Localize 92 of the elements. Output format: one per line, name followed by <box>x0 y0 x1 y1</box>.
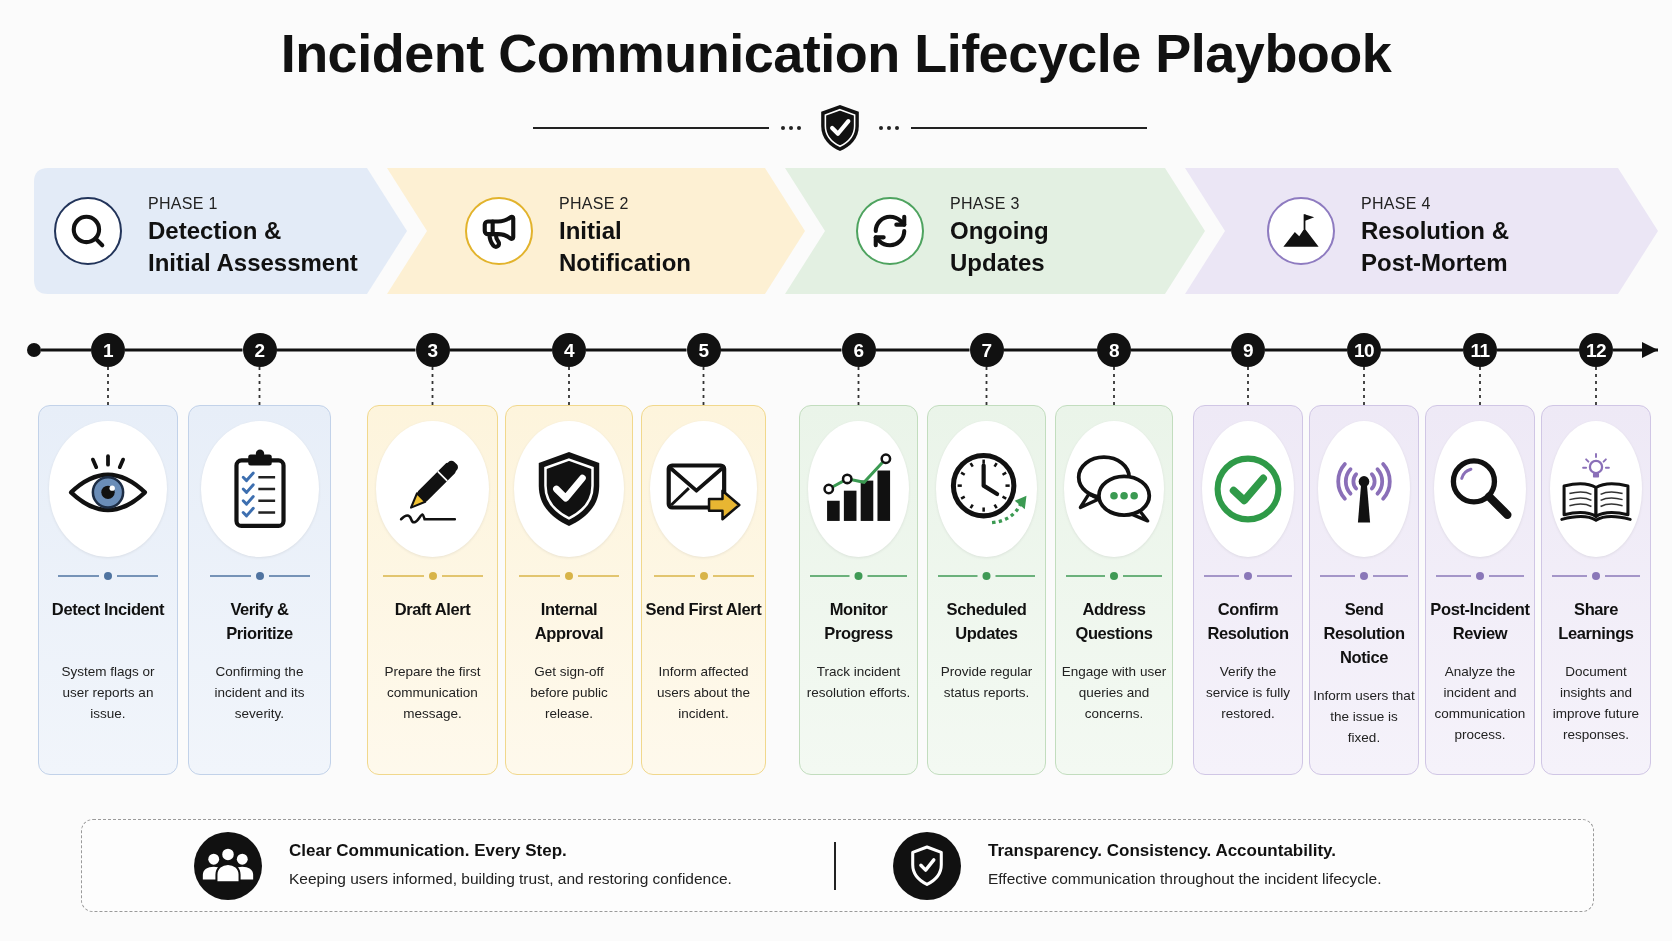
phase-label: PHASE 4 <box>1361 194 1432 214</box>
step-title: Monitor Progress <box>823 599 894 644</box>
dashed-connector <box>1595 366 1597 406</box>
step-card <box>1309 405 1419 775</box>
step-description: Get sign-off before public release. <box>529 663 609 723</box>
timeline-line <box>1381 348 1463 352</box>
phase-title: Initial Notification <box>559 216 691 278</box>
step-number: 6 <box>841 333 876 367</box>
step-description: Analyze the incident and communication process. <box>1433 663 1527 744</box>
step-card <box>799 405 918 775</box>
summary-text: Effective communication throughout the incident lifecycle. <box>988 869 1382 889</box>
step-number: 1 <box>91 333 125 367</box>
timeline-line <box>720 348 842 352</box>
dashed-connector <box>258 366 261 406</box>
step-card <box>188 405 331 775</box>
timeline-line <box>1265 348 1347 352</box>
step-number: 2 <box>242 333 277 367</box>
step-number: 5 <box>686 333 721 367</box>
step-card <box>1541 405 1651 775</box>
step-description: System flags or user reports an issue. <box>60 663 156 723</box>
timeline-line <box>1497 348 1579 352</box>
step-title: Detect Incident <box>50 599 166 620</box>
step-number: 3 <box>415 333 450 367</box>
step-description: Prepare the first communication message. <box>383 663 482 723</box>
step-card <box>641 405 766 775</box>
phase-label: PHASE 1 <box>148 194 219 214</box>
dashed-connector <box>1363 366 1365 406</box>
title: Incident Communication Lifecycle Playbook <box>280 22 1392 85</box>
step-title: Post-Incident Review <box>1429 599 1531 644</box>
step-title: Send First Alert <box>645 599 762 620</box>
step-number: 9 <box>1231 333 1265 367</box>
step-number: 4 <box>552 333 586 367</box>
step-card <box>1425 405 1535 775</box>
dashed-connector <box>985 366 988 406</box>
summary-panel <box>81 819 1594 912</box>
phase-label: PHASE 3 <box>950 194 1021 214</box>
step-title: Send Resolution Notice <box>1322 599 1406 668</box>
step-number: 7 <box>969 333 1004 367</box>
timeline-line <box>1003 348 1097 352</box>
step-description: Inform users that the issue is fixed. <box>1313 687 1415 747</box>
dashed-connector <box>857 366 860 406</box>
step-card <box>1193 405 1303 775</box>
timeline-arrow <box>1613 342 1658 358</box>
dashed-connector <box>1247 366 1249 406</box>
timeline-line <box>1131 348 1231 352</box>
summary-heading: Clear Communication. Every Step. <box>289 840 568 862</box>
timeline-line <box>276 348 416 352</box>
timeline-line <box>875 348 970 352</box>
dashed-connector <box>1479 366 1481 406</box>
step-description: Track incident resolution efforts. <box>806 663 911 702</box>
step-title: Internal Approval <box>533 599 605 644</box>
timeline-start-dot <box>27 343 41 357</box>
summary-text: Keeping users informed, building trust, and restoring confidence. <box>289 869 732 889</box>
dashed-connector <box>702 366 705 406</box>
step-card <box>38 405 178 775</box>
timeline-line <box>41 348 91 352</box>
step-title: Draft Alert <box>393 599 472 620</box>
dashed-connector <box>1113 366 1115 406</box>
step-description: Inform affected users about the incident. <box>655 663 752 723</box>
timeline-line <box>125 348 243 352</box>
phase-banner <box>785 168 1205 294</box>
step-card <box>927 405 1046 775</box>
step-description: Provide regular status reports. <box>939 663 1034 702</box>
step-description: Engage with user queries and concerns. <box>1061 663 1167 723</box>
phase-banner <box>1185 168 1658 294</box>
step-description: Document insights and improve future responses. <box>1551 663 1641 744</box>
dashed-connector <box>568 366 570 406</box>
step-card <box>1055 405 1173 775</box>
phase-banner <box>387 168 805 294</box>
step-title: Confirm Resolution <box>1206 599 1290 644</box>
step-title: Address Questions <box>1074 599 1154 644</box>
step-description: Verify the service is fully restored. <box>1205 663 1291 723</box>
timeline-line <box>586 348 687 352</box>
timeline-line <box>449 348 552 352</box>
step-title: Share Learnings <box>1557 599 1635 644</box>
phase-banner <box>34 168 407 294</box>
phase-title: Resolution & Post-Mortem <box>1361 216 1509 278</box>
step-number: 10 <box>1347 333 1381 367</box>
step-card <box>367 405 498 775</box>
step-description: Confirming the incident and its severity. <box>213 663 306 723</box>
step-title: Scheduled Updates <box>945 599 1028 644</box>
step-number: 11 <box>1463 333 1497 367</box>
step-number: 12 <box>1579 333 1613 367</box>
step-title: Verify & Prioritize <box>225 599 294 644</box>
summary-heading: Transparency. Consistency. Accountability. <box>988 840 1337 862</box>
phase-label: PHASE 2 <box>559 194 630 214</box>
phase-title: Ongoing Updates <box>950 216 1049 278</box>
phase-title: Detection & Initial Assessment <box>148 216 358 278</box>
step-number: 8 <box>1097 333 1131 367</box>
dashed-connector <box>431 366 434 406</box>
dashed-connector <box>107 366 109 406</box>
step-card <box>505 405 633 775</box>
